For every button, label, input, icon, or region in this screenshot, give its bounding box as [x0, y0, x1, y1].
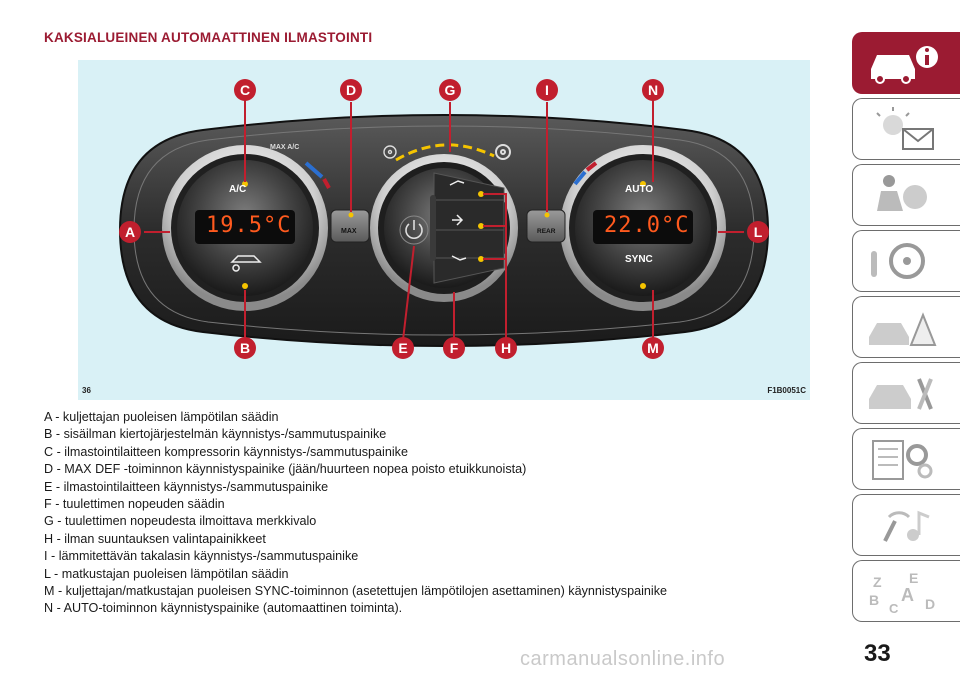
- legend-item: M - kuljettajan/matkustajan puoleisen SY…: [44, 584, 668, 599]
- technical-data-icon: [872, 440, 933, 480]
- svg-text:C: C: [889, 601, 899, 615]
- tab-technical-data[interactable]: [852, 428, 960, 490]
- callout-d: D: [340, 79, 362, 101]
- tab-driving[interactable]: [852, 230, 960, 292]
- callout-c: C: [234, 79, 256, 101]
- legend-item: C - ilmastointilaitteen kompressorin käy…: [44, 444, 408, 459]
- svg-text:E: E: [909, 570, 918, 586]
- max-ac-label: MAX A/C: [270, 144, 300, 151]
- callout-h: H: [495, 337, 517, 359]
- legend-list: A - kuljettajan puoleisen lämpötilan sää…: [44, 409, 824, 618]
- max-button-label: MAX: [341, 228, 357, 235]
- callout-f: F: [443, 337, 465, 359]
- svg-text:B: B: [869, 592, 879, 608]
- callout-a: A: [119, 221, 141, 243]
- legend-item: L - matkustajan puoleisen lämpötilan sää…: [44, 566, 289, 581]
- multimedia-icon: [883, 510, 930, 542]
- section-title: KAKSIALUEINEN AUTOMAATTINEN ILMASTOINTI: [44, 30, 373, 45]
- fan-speed-knob: [370, 154, 518, 302]
- legend-item: G - tuulettimen nopeudesta ilmoittava me…: [44, 514, 317, 529]
- callout-e: E: [392, 337, 414, 359]
- page-number: 33: [864, 640, 891, 667]
- fan-small-icon: [383, 145, 397, 159]
- legend-item: E - ilmastointilaitteen käynnistys-/samm…: [44, 479, 329, 494]
- rear-button-label: REAR: [537, 228, 556, 235]
- legend-item: I - lämmitettävän takalasin käynnistys-/…: [44, 549, 359, 564]
- recirculation-icon: [230, 255, 262, 272]
- ac-button-label: A/C: [229, 184, 247, 195]
- driving-icon: [871, 243, 925, 279]
- climate-panel-illustration: [118, 98, 770, 347]
- callout-m: M: [642, 337, 664, 359]
- callout-g: G: [439, 79, 461, 101]
- legend-item: B - sisäilman kiertojärjestelmän käynnis…: [44, 427, 387, 442]
- windshield-air-icon: [449, 180, 465, 186]
- svg-text:Z: Z: [873, 574, 882, 590]
- feet-air-icon: [451, 255, 467, 261]
- tab-emergency[interactable]: [852, 296, 960, 358]
- right-temperature-display: 22.0°C: [604, 213, 690, 238]
- fan-speed-arc: [395, 143, 495, 162]
- tab-safety[interactable]: [852, 164, 960, 226]
- index-icon: Z E B A D C: [869, 570, 935, 615]
- legend-item: N - AUTO-toiminnon käynnistyspainike (au…: [44, 601, 403, 616]
- figure-code: F1B0051C: [767, 386, 806, 395]
- svg-text:D: D: [925, 596, 935, 612]
- callout-l: L: [747, 221, 769, 243]
- fan-large-icon: [495, 144, 511, 160]
- left-temperature-knob: [162, 145, 328, 311]
- figure-number: 36: [82, 386, 91, 395]
- legend-item: D - MAX DEF -toiminnon käynnistyspainike…: [44, 462, 527, 477]
- legend-item: H - ilman suuntauksen valintapainikkeet: [44, 531, 266, 546]
- left-temperature-display: 19.5°C: [206, 213, 292, 238]
- warning-lights-icon: [876, 107, 934, 150]
- maintenance-icon: [869, 378, 933, 410]
- face-air-icon: [452, 214, 464, 226]
- auto-button-label: AUTO: [625, 184, 654, 195]
- callout-b: B: [234, 337, 256, 359]
- callout-i: I: [536, 79, 558, 101]
- sync-button-label: SYNC: [625, 254, 653, 265]
- svg-text:A: A: [901, 585, 914, 605]
- right-temperature-knob: [560, 145, 726, 311]
- emergency-icon: [869, 312, 937, 346]
- safety-icon: [877, 175, 927, 211]
- legend-item: F - tuulettimen nopeuden säädin: [44, 497, 225, 512]
- tab-index[interactable]: Z E B A D C: [852, 560, 960, 622]
- tab-car-info[interactable]: [852, 32, 960, 94]
- callout-n: N: [642, 79, 664, 101]
- watermark: carmanualsonline.info: [520, 648, 726, 670]
- tab-warning-lights[interactable]: [852, 98, 960, 160]
- car-info-icon: [871, 46, 938, 84]
- legend-item: A - kuljettajan puoleisen lämpötilan sää…: [44, 410, 279, 424]
- climate-control-figure: A/C MAX A/C MAX REAR AUTO SYNC 19.5°C 22…: [78, 60, 810, 400]
- tab-maintenance[interactable]: [852, 362, 960, 424]
- tab-multimedia[interactable]: [852, 494, 960, 556]
